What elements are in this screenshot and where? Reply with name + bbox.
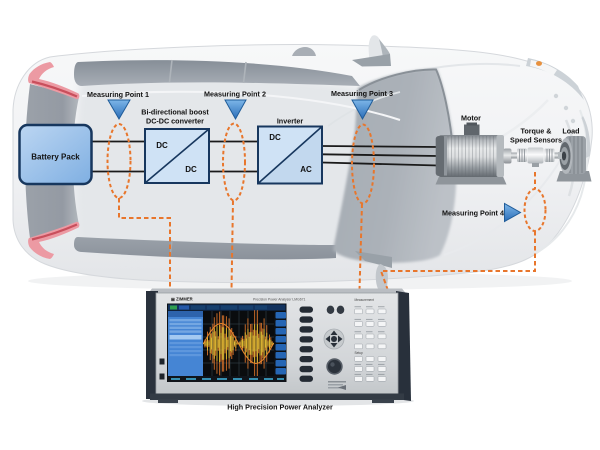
- svg-text:▤ ZIMMER: ▤ ZIMMER: [171, 296, 193, 301]
- svg-text:Measurement: Measurement: [355, 298, 375, 302]
- svg-text:DC-DC converter: DC-DC converter: [146, 117, 204, 126]
- svg-text:Measuring Point 1: Measuring Point 1: [87, 90, 149, 99]
- svg-text:DC: DC: [185, 165, 197, 174]
- svg-text:Bi-directional boost: Bi-directional boost: [141, 108, 209, 117]
- svg-text:Speed Sensors: Speed Sensors: [510, 136, 562, 145]
- svg-text:Motor: Motor: [461, 114, 481, 123]
- svg-text:DC: DC: [156, 141, 168, 150]
- svg-text:Measuring Point 2: Measuring Point 2: [204, 90, 266, 99]
- svg-text:Inverter: Inverter: [277, 117, 304, 126]
- svg-text:Battery Pack: Battery Pack: [31, 153, 80, 162]
- svg-text:Setup: Setup: [355, 351, 364, 355]
- svg-text:AC: AC: [300, 165, 312, 174]
- svg-text:Measuring Point 3: Measuring Point 3: [331, 89, 393, 98]
- svg-text:High Precision Power Analyzer: High Precision Power Analyzer: [227, 403, 333, 412]
- svg-text:Load: Load: [562, 127, 579, 136]
- svg-text:Precision Power Analyzer LMG: Precision Power Analyzer LMG671: [253, 298, 306, 302]
- svg-text:Torque &: Torque &: [520, 127, 551, 136]
- svg-text:DC: DC: [269, 133, 281, 142]
- svg-text:Measuring Point 4: Measuring Point 4: [442, 209, 504, 218]
